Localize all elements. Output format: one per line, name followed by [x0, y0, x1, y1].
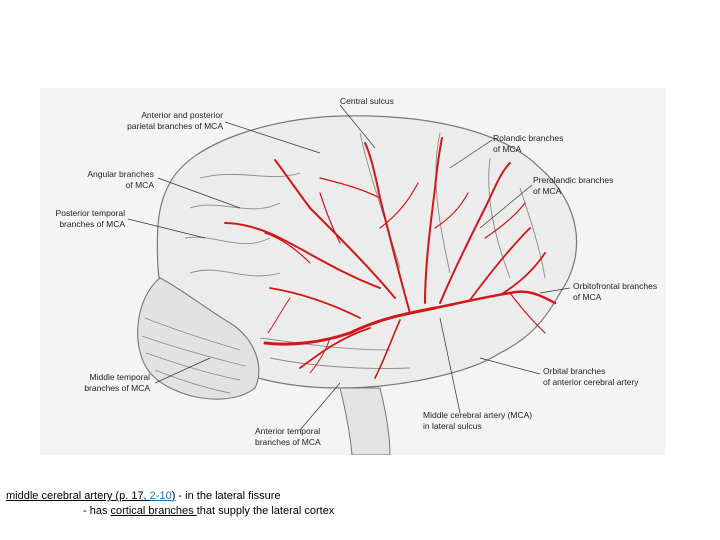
mca-branches: [224, 137, 557, 379]
caption-ref-open: (p. 17,: [112, 490, 150, 502]
label-orbital-line2: of anterior cerebral artery: [543, 377, 639, 387]
brainstem-outline: [339, 387, 391, 455]
caption-line2-prefix: - has: [83, 505, 111, 517]
label-mca-line1: Middle cerebral artery (MCA): [423, 410, 532, 420]
cerebellum-outline: [137, 277, 260, 400]
label-orbitofrontal-line1: Orbitofrontal branches: [573, 281, 657, 291]
label-parietal-line1: Anterior and posterior: [141, 110, 223, 120]
caption-line-1: middle cerebral artery (p. 17, 2-10) - i…: [6, 490, 281, 502]
label-orbital-line1: Orbital branches: [543, 366, 605, 376]
label-ant-temporal-line1: Anterior temporal: [255, 426, 320, 436]
label-central-sulcus: Central sulcus: [340, 96, 394, 106]
label-angular-line2: of MCA: [126, 180, 155, 190]
label-parietal-line2: parietal branches of MCA: [127, 121, 223, 131]
cerebellum-folia: [141, 317, 246, 394]
label-rolandic-line1: Rolandic branches: [493, 133, 563, 143]
label-ant-temporal-line2: branches of MCA: [255, 437, 321, 447]
caption-line2-rest: that supply the lateral cortex: [196, 505, 335, 517]
label-middle-temporal-line1: Middle temporal: [90, 372, 151, 382]
label-prerolandic-line1: Prerolandic branches: [533, 175, 613, 185]
label-angular-line1: Angular branches: [87, 169, 154, 179]
caption-cortical-branches: cortical branches: [110, 505, 197, 517]
caption-rest: - in the lateral fissure: [175, 490, 281, 502]
label-rolandic-line2: of MCA: [493, 144, 522, 154]
figure-ref-link[interactable]: 2-10: [149, 490, 172, 502]
figure-labels: Central sulcus Anterior and posterior pa…: [56, 96, 658, 447]
caption-ref-close: ): [171, 490, 176, 502]
brain-artery-figure: Central sulcus Anterior and posterior pa…: [40, 88, 666, 455]
caption-line-2: - has cortical branches that supply the …: [83, 505, 334, 517]
caption-term: middle cerebral artery: [6, 490, 113, 502]
label-post-temporal-line1: Posterior temporal: [56, 208, 126, 218]
label-mca-line2: in lateral sulcus: [423, 421, 482, 431]
leader-lines: [127, 104, 571, 431]
gyral-lines: [184, 132, 546, 369]
label-prerolandic-line2: of MCA: [533, 186, 562, 196]
label-post-temporal-line2: branches of MCA: [59, 219, 125, 229]
label-middle-temporal-line2: branches of MCA: [84, 383, 150, 393]
label-orbitofrontal-line2: of MCA: [573, 292, 602, 302]
